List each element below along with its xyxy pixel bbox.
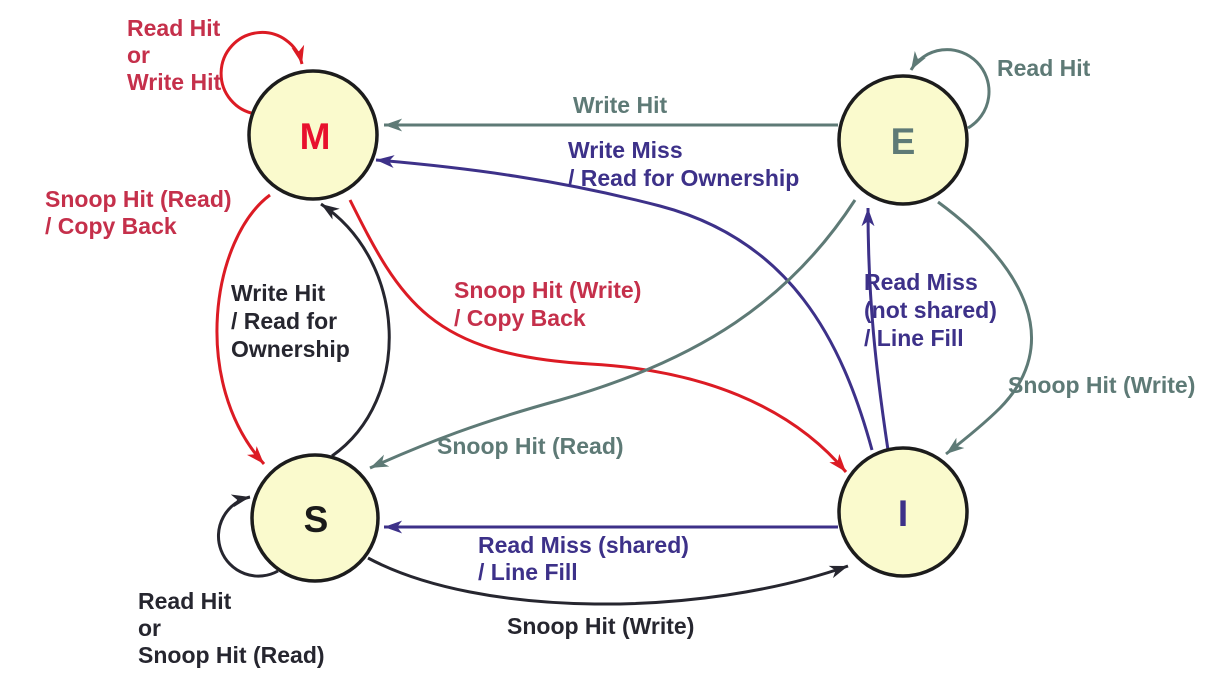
- state-node-exclusive: E: [837, 74, 969, 206]
- edge-m-self: [219, 31, 305, 116]
- transition-s-self: Read Hit or Snoop Hit (Read): [138, 494, 325, 668]
- edge-label-line: Write Miss: [568, 137, 683, 163]
- transition-e-to-m: Write Hit: [384, 92, 838, 132]
- edge-label-line: / Line Fill: [478, 559, 578, 585]
- state-circle-exclusive: [837, 74, 969, 206]
- transition-e-self: Read Hit: [909, 48, 1091, 130]
- state-circle-invalid: [837, 446, 969, 578]
- transition-e-to-s: Snoop Hit (Read): [369, 199, 857, 470]
- edge-label-line: Read Hit: [127, 15, 221, 41]
- edge-s-to-i: [367, 556, 849, 606]
- edge-label-line: / Line Fill: [864, 325, 964, 351]
- edge-label-line: / Read for Ownership: [568, 165, 799, 191]
- state-label-invalid: I: [898, 493, 908, 534]
- edge-label-line: (not shared): [864, 297, 997, 323]
- edge-label-line: Write Hit: [127, 69, 221, 95]
- edge-label-line: or: [138, 615, 161, 641]
- transition-s-to-m: Write Hit / Read for Ownership: [231, 202, 391, 458]
- edge-label-line: or: [127, 42, 150, 68]
- edge-e-to-s: [369, 199, 857, 470]
- edge-e-self: [909, 48, 991, 130]
- edge-label-line: / Read for: [231, 308, 337, 334]
- transition-i-to-s: Read Miss (shared) / Line Fill: [384, 520, 838, 585]
- state-label-modified: M: [300, 116, 331, 157]
- edge-m-to-s: [215, 193, 271, 466]
- edge-label-line: Read Hit: [138, 588, 232, 614]
- transition-i-to-m: Write Miss / Read for Ownership: [375, 137, 874, 451]
- state-node-shared: S: [250, 453, 380, 583]
- edge-label-line: Snoop Hit (Write): [507, 613, 694, 639]
- edge-m-to-i: [348, 199, 848, 473]
- state-circle-shared: [250, 453, 380, 583]
- edge-label-line: Snoop Hit (Write): [454, 277, 641, 303]
- edge-label-line: Read Hit: [997, 55, 1091, 81]
- edge-s-self: [217, 494, 279, 578]
- state-circle-modified: [247, 69, 379, 201]
- state-label-exclusive: E: [891, 121, 916, 162]
- edge-i-to-m: [375, 155, 874, 451]
- edge-label-line: Ownership: [231, 336, 350, 362]
- edge-s-to-m: [320, 202, 391, 458]
- state-node-modified: M: [247, 69, 379, 201]
- edge-label-line: Read Miss: [864, 269, 978, 295]
- transition-m-to-s: Snoop Hit (Read) / Copy Back: [45, 186, 271, 466]
- edge-label-line: Snoop Hit (Read): [45, 186, 232, 212]
- edge-label-line: / Copy Back: [45, 213, 177, 239]
- edge-label-line: Write Hit: [231, 280, 325, 306]
- transition-s-to-i: Snoop Hit (Write): [367, 556, 849, 639]
- state-node-invalid: I: [837, 446, 969, 578]
- transition-m-to-i: Snoop Hit (Write) / Copy Back: [348, 199, 848, 473]
- edge-e-to-i: [937, 200, 1034, 456]
- edge-label-line: Snoop Hit (Read): [437, 433, 624, 459]
- edge-label-line: Read Miss (shared): [478, 532, 689, 558]
- transition-i-to-e: Read Miss (not shared) / Line Fill: [861, 207, 997, 451]
- edge-label-line: / Copy Back: [454, 305, 586, 331]
- edge-label-line: Snoop Hit (Read): [138, 642, 325, 668]
- edge-label-line: Snoop Hit (Write): [1008, 372, 1195, 398]
- edge-i-to-e: [861, 207, 890, 451]
- edge-label-line: Write Hit: [573, 92, 667, 118]
- transition-m-self: Read Hit or Write Hit: [127, 15, 305, 116]
- transition-e-to-i: Snoop Hit (Write): [937, 200, 1195, 456]
- state-label-shared: S: [304, 499, 329, 540]
